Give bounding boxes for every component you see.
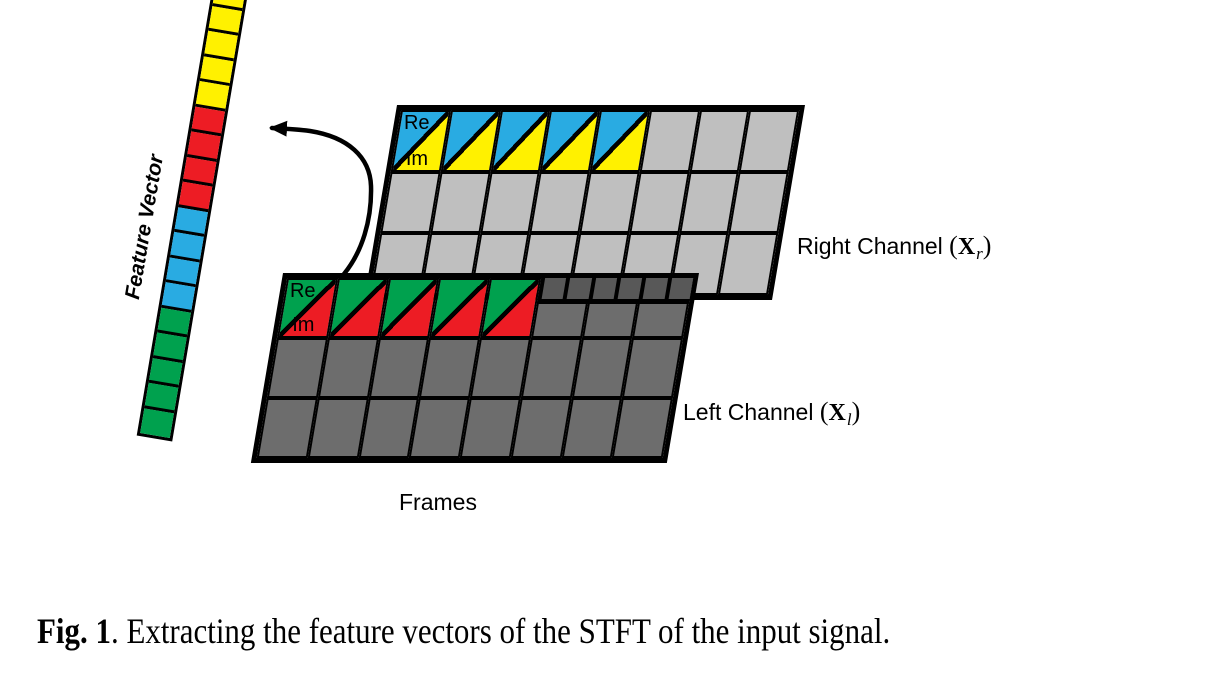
figure-caption: Fig. 1. Extracting the feature vectors o… — [37, 610, 890, 652]
paren-close: ) — [982, 231, 992, 260]
feature-vector-cell-green — [140, 407, 174, 439]
left-channel-label-text: Left Channel — [683, 399, 820, 425]
paren-open: ( — [949, 231, 958, 260]
arrow-path — [269, 120, 374, 277]
matrix-subscript: r — [976, 244, 983, 263]
frames-axis-label: Frames — [399, 489, 477, 515]
left-channel-label: Left Channel (Xl) — [683, 397, 860, 430]
caption-text: . Extracting the feature vectors of the … — [110, 611, 891, 651]
paren-close: ) — [851, 397, 861, 426]
paren-open: ( — [819, 397, 829, 426]
right-channel-label: Right Channel (Xr) — [797, 231, 991, 264]
matrix-symbol: X — [828, 400, 846, 426]
caption-number: Fig. 1 — [37, 611, 111, 651]
right-channel-label-text: Right Channel — [797, 233, 950, 259]
matrix-symbol: X — [957, 234, 976, 260]
matrix-subscript: l — [846, 410, 852, 429]
